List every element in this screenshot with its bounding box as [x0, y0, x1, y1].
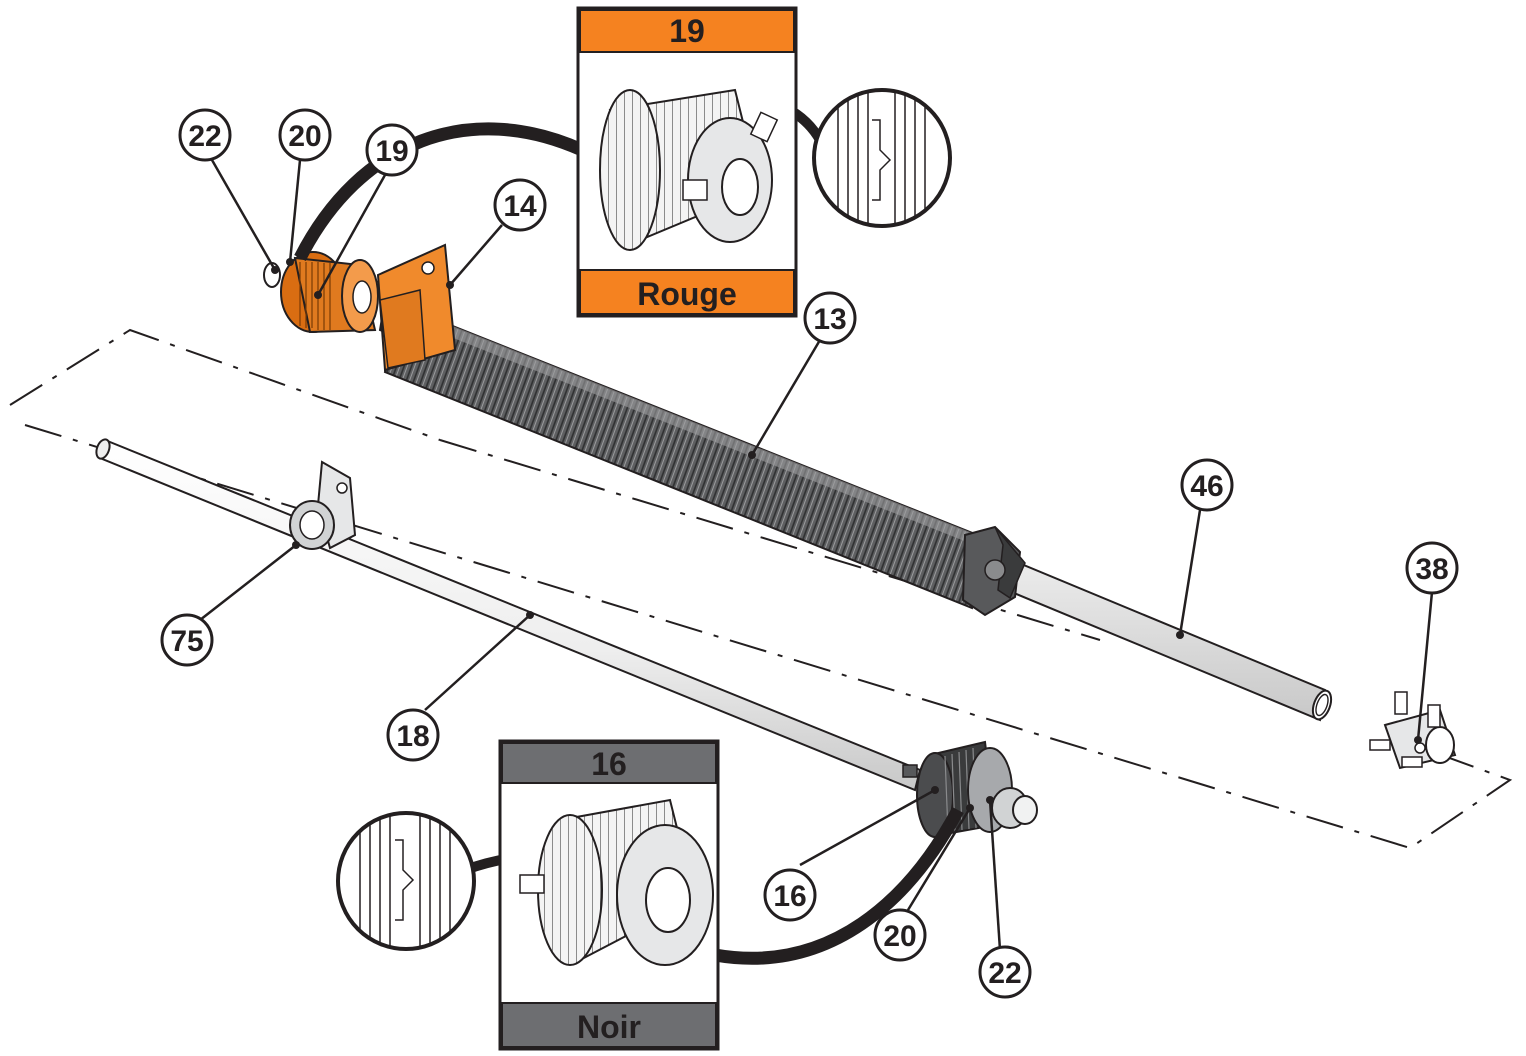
callout-22-bottom-label: 22 — [988, 957, 1021, 990]
leader-dots — [271, 258, 1422, 812]
callout-20-top-label: 20 — [288, 120, 321, 153]
inset-black-color-label: Noir — [577, 1009, 641, 1045]
callout-20-bottom: 20 — [873, 908, 927, 962]
inset-black-drum: 16 Noir — [336, 739, 964, 1051]
callout-16-label: 16 — [773, 880, 806, 913]
callout-14: 14 — [493, 178, 547, 232]
callout-75-label: 75 — [170, 625, 203, 658]
callout-19-label: 19 — [375, 135, 408, 168]
callout-22-top: 22 — [178, 108, 232, 162]
callout-16: 16 — [763, 868, 817, 922]
inset-red-connector — [294, 122, 585, 261]
bearing-plate-75 — [289, 460, 357, 550]
shaft-coupler-38 — [1369, 691, 1457, 770]
callout-22-top-label: 22 — [188, 120, 221, 153]
callouts: 22 20 19 14 13 46 38 75 — [160, 108, 1459, 999]
cable-drum-16-black — [902, 740, 1038, 838]
leader-lines — [199, 159, 1434, 951]
cable-drum-19-orange — [263, 251, 379, 334]
callout-46: 46 — [1180, 458, 1234, 512]
callout-46-label: 46 — [1190, 470, 1223, 503]
callout-20-bottom-label: 20 — [883, 920, 916, 953]
callout-13: 13 — [803, 291, 857, 345]
callout-38-label: 38 — [1415, 553, 1448, 586]
callout-13-label: 13 — [813, 303, 846, 336]
callout-18-label: 18 — [396, 720, 429, 753]
dashed-plane-outline — [9, 328, 1513, 850]
spring-bracket-14-orange — [376, 243, 457, 372]
spring-winding-cone — [961, 525, 1026, 617]
callout-14-label: 14 — [503, 190, 537, 223]
inset-red-drum: 19 Rouge — [294, 6, 952, 318]
callout-38: 38 — [1405, 541, 1459, 595]
callout-18: 18 — [386, 708, 440, 762]
inset-black-connector — [713, 806, 964, 965]
inset-red-color-label: Rouge — [637, 276, 737, 312]
inset-black-part-number: 16 — [591, 746, 627, 782]
inset-red-part-number: 19 — [669, 13, 705, 49]
callout-75: 75 — [160, 613, 214, 667]
callout-19: 19 — [365, 123, 419, 177]
callout-20-top: 20 — [278, 108, 332, 162]
callout-22-bottom: 22 — [978, 945, 1032, 999]
